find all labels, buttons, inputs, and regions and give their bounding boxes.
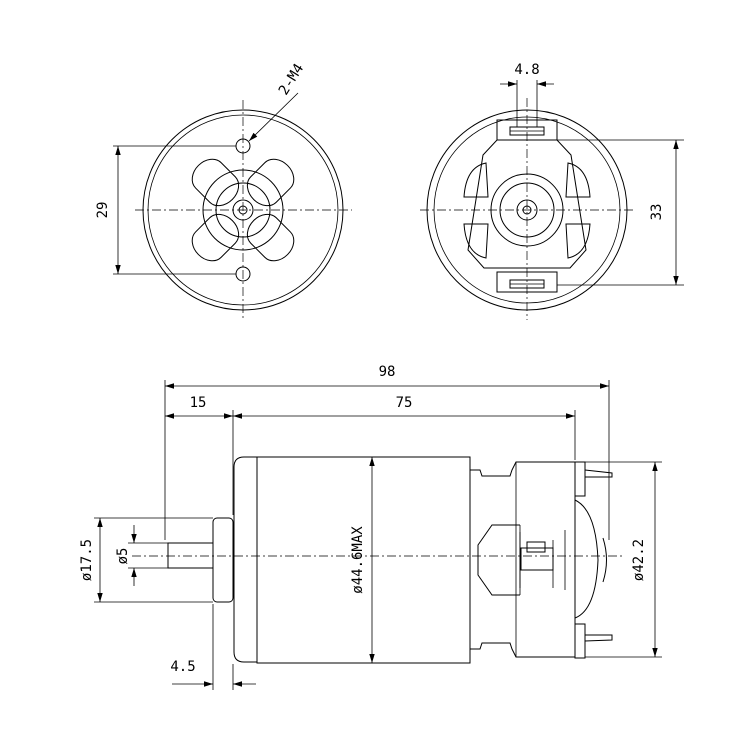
motor-body [256,456,471,664]
dim-5-label: ø5 [115,548,131,565]
callout-leader [248,92,299,142]
brush-terminal [520,547,554,571]
brush-holder-frame [467,139,587,269]
rear-view: 4.8 33 [420,62,684,320]
front-view: 29 2-M4 [95,61,352,318]
dim-17-5-label: ø17.5 [79,539,95,581]
shaft [167,542,213,569]
front-end-cap [233,456,257,663]
rear-vent [463,223,489,259]
dim-29-label: 29 [95,202,111,219]
terminal-pin-upper [584,469,613,478]
dim-98-label: 98 [379,364,396,380]
brush-holder-side [477,524,520,596]
rear-cover-curve [574,499,599,619]
rear-vent [463,162,489,198]
front-boss-side [212,517,234,603]
side-view: 98 15 75 4.5 ø17.5 ø5 ø44.6MAX ø42.2 [79,364,662,690]
dim-42-2-label: ø42.2 [631,539,647,581]
rear-vent [565,223,591,259]
brush-terminal-tab [526,541,546,553]
terminal-upper [574,461,586,497]
rear-bearing [602,537,607,583]
rear-end-cap [470,461,576,658]
dim-4-5-label: 4.5 [170,659,195,675]
callout-2-m4: 2-M4 [276,61,307,98]
front-vent-slot [246,213,295,262]
dim-44-6-label: ø44.6MAX [350,526,366,594]
front-vent-slot [246,158,295,207]
front-vent-slot [191,158,240,207]
dim-33-label: 33 [649,204,665,221]
dim-15-label: 15 [190,395,207,411]
rear-vent [565,162,591,198]
dim-75-label: 75 [396,395,413,411]
dim-4-8-label: 4.8 [514,62,539,78]
front-vent-slot [191,213,240,262]
terminal-lower [574,623,586,659]
terminal-pin-lower [584,634,613,642]
